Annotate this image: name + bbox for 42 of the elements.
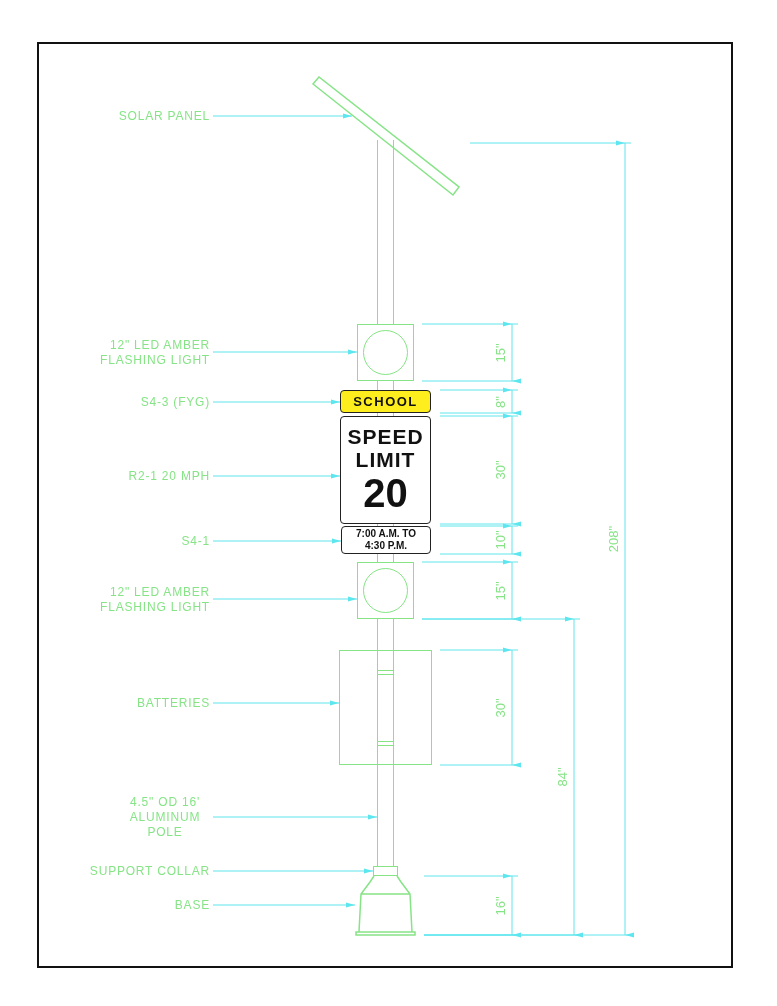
sign-text: SCHOOL bbox=[353, 394, 418, 409]
leader-line bbox=[212, 399, 341, 405]
part-label: S4-1 bbox=[90, 534, 210, 549]
sign-text: SPEED LIMIT bbox=[346, 425, 425, 471]
sign-number: 20 bbox=[363, 471, 408, 515]
part-label: R2-1 20 MPH bbox=[90, 469, 210, 484]
leader-line bbox=[212, 113, 353, 119]
speed-limit-sign bbox=[340, 416, 431, 524]
pole-base-drawing bbox=[355, 876, 416, 936]
time-plaque bbox=[341, 526, 431, 554]
leader-line bbox=[212, 538, 342, 544]
dimension-label: 8" bbox=[494, 395, 508, 408]
part-label: SOLAR PANEL bbox=[90, 109, 210, 124]
leader-line bbox=[212, 596, 358, 602]
dimension-label: 84" bbox=[556, 767, 570, 787]
flashing-light bbox=[357, 324, 414, 381]
leader-line bbox=[212, 902, 356, 908]
solar-panel-drawing bbox=[309, 74, 461, 199]
part-label: S4-3 (FYG) bbox=[90, 395, 210, 410]
leader-line bbox=[212, 814, 378, 820]
dimension-label: 208" bbox=[607, 525, 621, 553]
dimension-label: 15" bbox=[494, 580, 508, 601]
support-collar bbox=[373, 866, 398, 876]
part-label: 4.5" OD 16' ALUMINUM POLE bbox=[120, 795, 210, 840]
part-label: BATTERIES bbox=[90, 696, 210, 711]
leader-line bbox=[212, 700, 340, 706]
part-label: BASE bbox=[90, 898, 210, 913]
dimension-label: 30" bbox=[494, 697, 508, 718]
sign-text: 7:00 A.M. TO 4:30 P.M. bbox=[355, 528, 417, 552]
dimension-label: 10" bbox=[494, 530, 508, 550]
school-sign bbox=[340, 390, 431, 413]
battery-box bbox=[339, 650, 432, 765]
dimension-label: 15" bbox=[494, 342, 508, 363]
leader-line bbox=[212, 868, 374, 874]
part-label: SUPPORT COLLAR bbox=[70, 864, 210, 879]
dimension-label: 16" bbox=[494, 895, 508, 916]
leader-line bbox=[212, 473, 341, 479]
leader-line bbox=[212, 349, 358, 355]
part-label: 12" LED AMBER FLASHING LIGHT bbox=[70, 585, 210, 615]
dimension-label: 30" bbox=[494, 460, 508, 480]
flashing-light bbox=[357, 562, 414, 619]
part-label: 12" LED AMBER FLASHING LIGHT bbox=[70, 338, 210, 368]
